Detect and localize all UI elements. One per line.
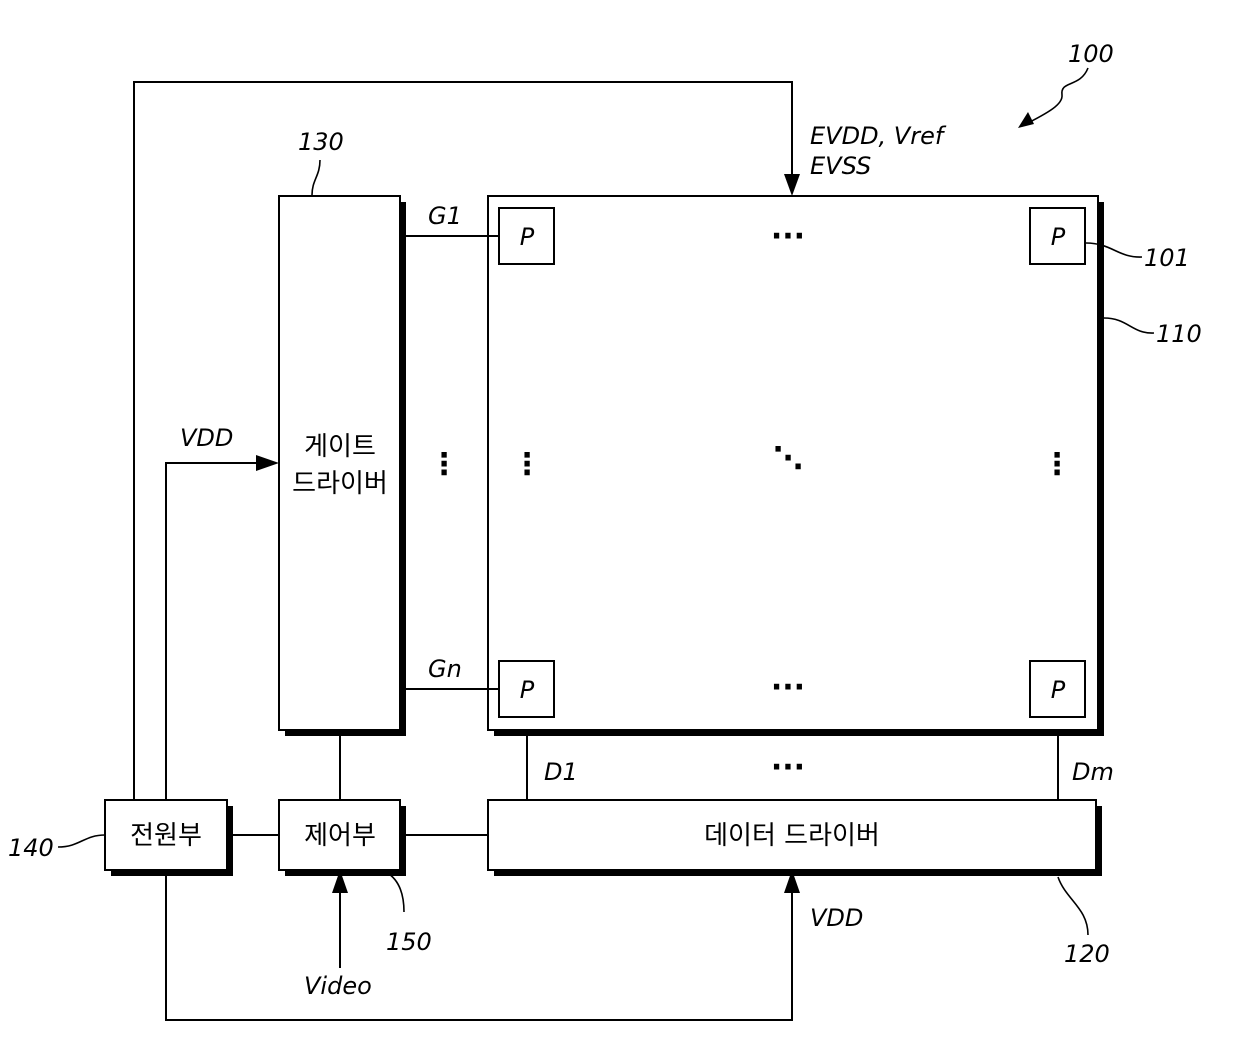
controller-block: 제어부 xyxy=(279,800,406,876)
data-driver-block: 데이터 드라이버 xyxy=(488,800,1102,876)
video-label: Video xyxy=(304,972,372,1000)
vdd-data-wire xyxy=(166,870,792,1020)
ref-140-leader xyxy=(58,835,105,847)
power-unit-label: 전원부 xyxy=(130,821,202,851)
ref-controller: 150 xyxy=(386,928,432,956)
gate-last-label: Gn xyxy=(428,655,462,683)
vdd-gate-wire xyxy=(166,463,260,800)
ellipsis-right-column: ⋮ xyxy=(1042,447,1072,482)
ref-panel: 110 xyxy=(1156,320,1202,348)
vdd-data-label: VDD xyxy=(810,904,863,932)
gate-driver-block: 게이트 드라이버 xyxy=(279,196,406,736)
data-last-label: Dm xyxy=(1072,758,1114,786)
pixel-label: P xyxy=(520,223,535,251)
pixel-label: P xyxy=(1051,676,1066,704)
ellipsis-diagonal: ⋱ xyxy=(773,441,803,476)
supply-arrow xyxy=(784,174,800,196)
controller-label: 제어부 xyxy=(304,821,376,851)
ref-150-leader xyxy=(386,872,404,912)
gate-driver-label-line1: 게이트 xyxy=(304,432,376,462)
ref-130-leader xyxy=(312,160,320,195)
pixel-bottom-left: P xyxy=(499,661,554,717)
power-unit-block: 전원부 xyxy=(105,800,233,876)
pixel-bottom-right: P xyxy=(1030,661,1085,717)
ref-110-leader xyxy=(1104,318,1154,333)
pixel-label: P xyxy=(520,676,535,704)
gate-driver-label-line2: 드라이버 xyxy=(292,469,388,499)
ref-data-driver: 120 xyxy=(1064,940,1110,968)
ellipsis-bottom: ··· xyxy=(771,670,805,705)
vdd-gate-label: VDD xyxy=(180,424,233,452)
data-first-label: D1 xyxy=(544,758,578,786)
vdd-gate-arrow xyxy=(256,455,279,471)
ellipsis-gate-lines: ⋮ xyxy=(429,447,459,482)
supply-label-line1: EVDD, Vref xyxy=(810,122,947,150)
ellipsis-data-lines: ··· xyxy=(771,750,805,785)
gate-first-label: G1 xyxy=(428,202,462,230)
supply-label-line2: EVSS xyxy=(810,152,871,180)
data-driver-label: 데이터 드라이버 xyxy=(704,821,880,851)
pixel-label: P xyxy=(1051,223,1066,251)
ref-100-leader xyxy=(1022,68,1088,126)
pixel-top-right: P xyxy=(1030,208,1085,264)
pixel-top-left: P xyxy=(499,208,554,264)
ref-power: 140 xyxy=(8,834,54,862)
ellipsis-left-column: ⋮ xyxy=(512,447,542,482)
ref-pixel: 101 xyxy=(1144,244,1190,272)
ref-gate-driver: 130 xyxy=(298,128,344,156)
ref-main: 100 xyxy=(1068,40,1114,68)
ref-120-leader xyxy=(1058,877,1088,935)
ref-100-arrow xyxy=(1018,112,1034,128)
ellipsis-top: ··· xyxy=(771,219,805,254)
